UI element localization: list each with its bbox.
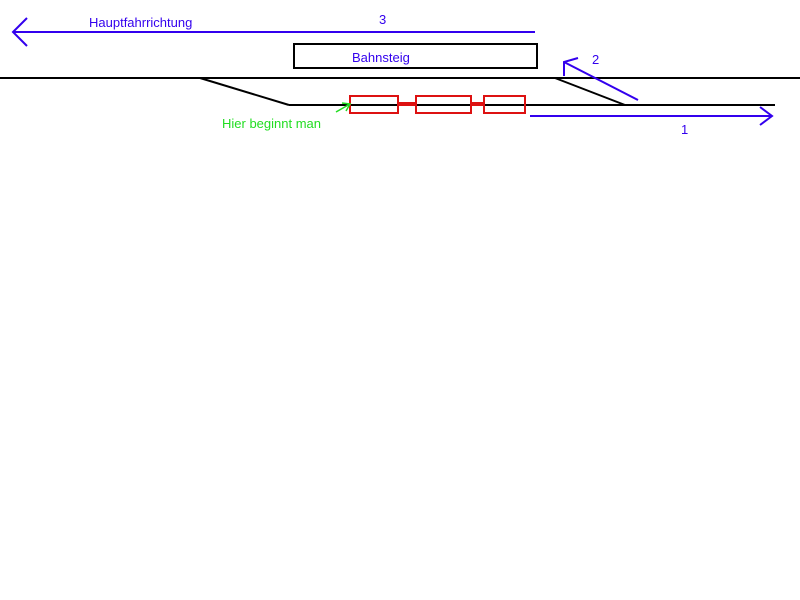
step-1-label: 1 [681, 122, 688, 137]
switch-left [199, 77, 290, 106]
start-hint-label: Hier beginnt man [222, 116, 321, 131]
main-direction-label: Hauptfahrrichtung [89, 15, 192, 30]
step-3-label: 3 [379, 12, 386, 27]
arrow-step-1 [530, 106, 774, 126]
platform-box [293, 43, 538, 69]
switch-right [554, 77, 626, 106]
platform-label: Bahnsteig [352, 50, 410, 65]
arrow-step-2 [563, 57, 639, 101]
step-2-label: 2 [592, 52, 599, 67]
arrow-start-hint [335, 102, 352, 113]
arrow-main-direction [11, 17, 535, 47]
